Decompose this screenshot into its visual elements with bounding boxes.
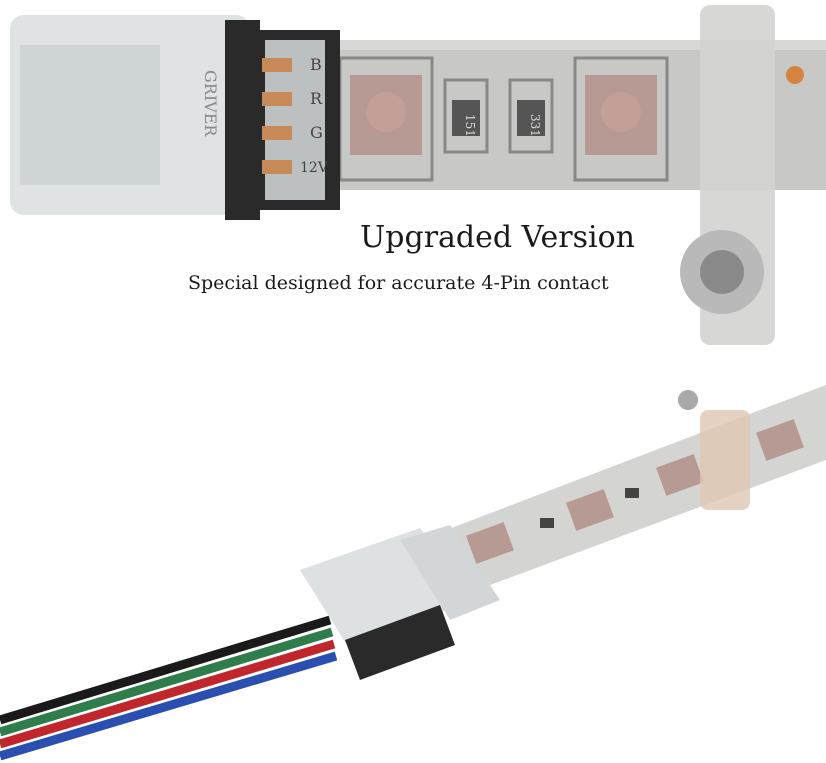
resistor-label: 151 — [463, 114, 477, 137]
connector — [300, 525, 500, 680]
subheadline: Special designed for accurate 4-Pin cont… — [188, 272, 609, 294]
wires — [0, 615, 338, 761]
mounting-clip — [680, 5, 775, 345]
brand-label: GRIVER — [201, 70, 220, 137]
headline: Upgraded Version — [360, 220, 635, 255]
pin-label: R — [310, 89, 323, 108]
pin-label: B — [310, 55, 322, 74]
closeup-connector — [10, 15, 340, 220]
resistor-label: 331 — [528, 114, 542, 137]
pin-label: 12V — [300, 160, 329, 176]
pin-label: G — [310, 123, 323, 142]
led-strip — [420, 385, 826, 600]
